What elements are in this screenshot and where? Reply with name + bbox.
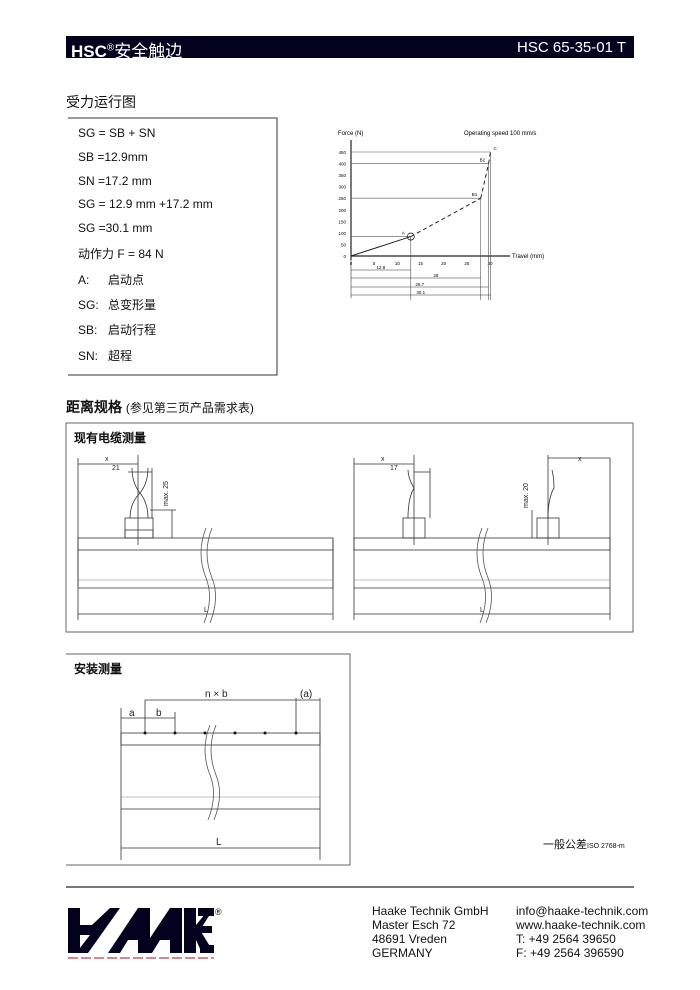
x-tick-label: 25 (464, 261, 470, 266)
point-label: C (493, 146, 497, 151)
force-line-dashed (488, 151, 491, 164)
install-box (66, 653, 351, 866)
formula-line: 动作力 F = 84 N (78, 247, 164, 261)
y-axis-label: Force (N) (338, 131, 363, 137)
existing-title: 现有电缆测量 (74, 431, 147, 445)
formula-line: SG = 12.9 mm +17.2 mm (78, 197, 213, 211)
force-line-dashed (480, 163, 490, 199)
force-line-solid (350, 236, 411, 257)
dimension-label: 12.9 (377, 265, 386, 270)
y-tick-label: 450 (338, 150, 346, 155)
y-tick-label: 350 (338, 173, 346, 178)
legend-item: SN:超程 (78, 349, 133, 363)
dimension-label: 29.7 (415, 282, 424, 287)
y-tick-label: 200 (338, 208, 346, 213)
website-link[interactable]: www.haake-technik.com (516, 918, 646, 932)
point-label: B1 (472, 192, 478, 197)
dim-x: x (381, 456, 385, 463)
formula-line: SB =12.9mm (78, 150, 148, 164)
dim-a: a (129, 708, 135, 719)
existing-box (65, 422, 634, 633)
dim-L: L (480, 607, 484, 614)
dim-L: L (216, 837, 222, 848)
legend-item: SG:总变形量 (78, 298, 157, 312)
formula-line: SG = SB + SN (78, 126, 156, 140)
formula-line: SG =30.1 mm (78, 221, 153, 235)
x-tick-label: 10 (395, 261, 401, 266)
install-dots (143, 731, 298, 735)
header-bar: HSC®安全触边 HSC 65-35-01 T (66, 36, 634, 61)
dim-max20: max. 20 (523, 483, 530, 508)
dim-b: b (156, 708, 162, 719)
y-tick-label: 300 (338, 185, 346, 190)
header-title: HSC®安全触边 (71, 42, 183, 61)
formula-line: SN =17.2 mm (78, 174, 152, 188)
y-tick-label: 0 (343, 254, 346, 259)
dim-x: x (105, 456, 109, 463)
dim-max25: max. 25 (163, 481, 170, 506)
x-tick-label: 20 (441, 261, 447, 266)
point-a-marker (406, 232, 415, 241)
x-axis-label: Travel (mm) (512, 254, 544, 260)
tolerance: 一般公差ISO 2768-m (543, 839, 625, 851)
force-heading: 受力运行图 (66, 94, 136, 110)
y-tick-label: 400 (338, 162, 346, 167)
dimension-label: 28 (433, 273, 439, 278)
legend-item: SB:启动行程 (78, 323, 157, 337)
model-number: HSC 65-35-01 T (517, 39, 626, 56)
install-drawing (120, 698, 321, 860)
x-tick-label: 5 (373, 261, 376, 266)
force-chart: Force (N) Travel (mm) Operating speed 100 … (338, 131, 544, 300)
legend-item: A:启动点 (78, 273, 145, 287)
dim-x: x (578, 456, 582, 463)
y-tick-label: 50 (341, 242, 347, 247)
y-tick-label: 250 (338, 196, 346, 201)
haake-logo (68, 908, 214, 959)
existing-drawing-right (353, 455, 611, 624)
dim-17: 17 (390, 465, 398, 472)
point-label: A (402, 231, 405, 236)
dim-pa: (a) (300, 689, 312, 700)
email-link[interactable]: info@haake-technik.com (516, 904, 649, 918)
existing-drawing-left (77, 455, 334, 624)
x-tick-label: 15 (418, 261, 424, 266)
dim-21: 21 (112, 465, 120, 472)
dim-nb: n × b (205, 689, 228, 700)
logo-reg: ® (215, 907, 222, 917)
chart-title: Operating speed 100 mm/s (464, 131, 536, 137)
dimension-label: 30.1 (416, 290, 425, 295)
point-label: B2 (480, 158, 486, 163)
dim-L: L (204, 607, 208, 614)
y-tick-label: 150 (338, 219, 346, 224)
distance-heading: 距离规格 (参见第三页产品需求表) (66, 399, 254, 415)
force-box (68, 117, 278, 376)
force-line-dashed (410, 197, 481, 238)
y-tick-label: 100 (338, 231, 346, 236)
install-title: 安装测量 (74, 662, 123, 676)
